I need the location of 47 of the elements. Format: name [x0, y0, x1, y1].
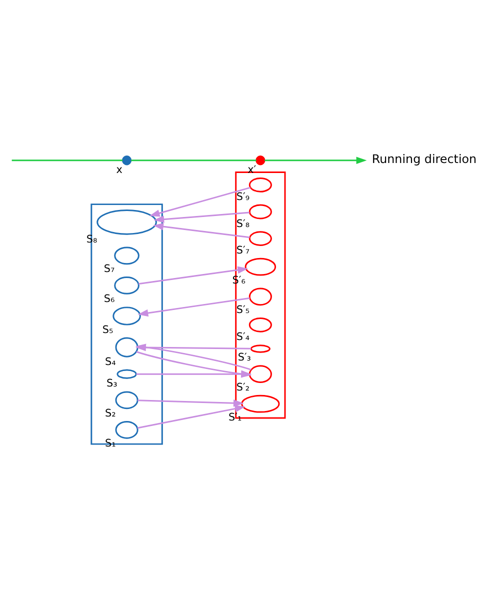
node-circle — [256, 156, 266, 166]
node-label: S′₈ — [236, 218, 250, 230]
node-label: S′₂ — [236, 382, 250, 394]
node-text: Running direction — [372, 152, 477, 166]
node-ellipse — [248, 178, 272, 192]
arrow — [154, 212, 250, 223]
arrow — [138, 297, 250, 317]
node-ellipse — [112, 306, 141, 326]
node-ellipse — [115, 391, 138, 410]
node-ellipse — [115, 420, 138, 439]
connector — [12, 160, 123, 162]
node-label: x — [116, 164, 122, 176]
node-ellipse — [248, 204, 272, 220]
node-ellipse — [248, 231, 272, 246]
node-label: S′₁ — [228, 411, 242, 424]
node-ellipse — [248, 317, 272, 332]
node-label: S₇ — [104, 263, 115, 276]
node-ellipse — [115, 337, 138, 358]
arrow — [138, 266, 248, 285]
node-ellipse — [248, 288, 272, 306]
node-ellipse — [114, 276, 140, 294]
node-label: S₂ — [105, 408, 116, 420]
node-ellipse — [244, 258, 276, 276]
node-ellipse — [241, 394, 280, 413]
arrow — [137, 405, 246, 429]
arrow — [138, 399, 244, 407]
node-ellipse — [250, 344, 270, 353]
arrow — [136, 351, 252, 378]
node-label: S′₇ — [236, 244, 250, 257]
arrow — [149, 186, 251, 217]
node-ellipse — [96, 210, 157, 235]
node-label: S′₉ — [236, 190, 250, 203]
node-label: S′₅ — [236, 304, 250, 316]
node-label: S₅ — [102, 324, 114, 336]
node-label: S′₄ — [236, 330, 250, 343]
arrow — [264, 156, 367, 164]
arrow — [152, 223, 250, 238]
node-circle — [122, 156, 132, 166]
node-label: S₆ — [104, 293, 115, 305]
node-label: S₃ — [106, 378, 118, 390]
arrow — [136, 370, 252, 378]
node-label: S₄ — [105, 356, 116, 368]
node-label: S′₃ — [238, 351, 251, 364]
connector — [131, 160, 256, 162]
node-ellipse — [116, 369, 137, 379]
node-ellipse — [248, 365, 272, 383]
node-ellipse — [114, 246, 140, 265]
